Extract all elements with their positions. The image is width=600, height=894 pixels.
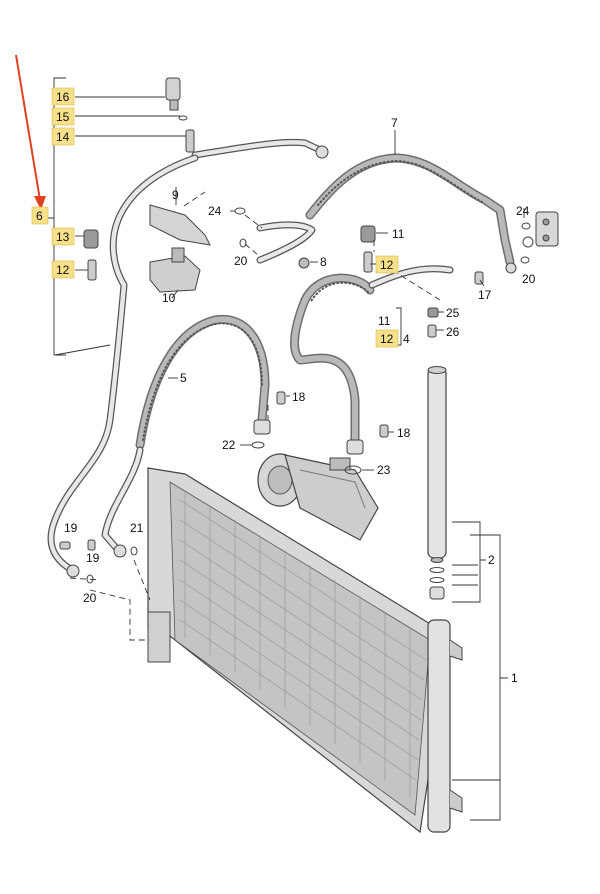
valve-12b [363,251,373,273]
o-ring-15 [178,115,188,121]
label-12b: 12 [380,258,394,272]
valve-14 [185,129,195,153]
leader-lines-left [54,96,190,356]
label-11b: 11 [378,314,391,328]
condenser [147,467,463,834]
label-4: 4 [403,332,410,346]
cap-13 [83,229,99,249]
label-8: 8 [320,255,327,269]
receiver-dryer [427,366,447,600]
label-24b: 24 [516,204,530,218]
label-10: 10 [162,291,176,305]
bolt-18a [276,391,286,405]
pressure-sensor-16 [165,77,181,111]
label-18a: 18 [292,390,306,404]
nut-8 [298,257,310,269]
label-24a: 24 [208,204,222,218]
bracket-1 [470,534,508,821]
o-ring-23 [344,465,362,475]
cap-11 [360,225,376,243]
hose-5 [135,314,271,450]
holder-9 [149,204,211,246]
bolt-19a [59,541,71,550]
label-7: 7 [391,116,398,130]
label-11a: 11 [392,227,405,241]
label-12a: 12 [56,263,70,277]
bracket-2 [452,521,486,603]
label-2: 2 [488,553,495,567]
cap-25 [427,307,439,318]
label-26: 26 [446,325,460,339]
bolt-26 [427,324,437,338]
label-19b: 19 [86,551,100,565]
label-20b: 20 [522,272,536,286]
highlight-boxes [31,87,399,348]
label-15: 15 [56,110,70,124]
label-20c: 20 [83,591,97,605]
label-25: 25 [446,306,460,320]
label-5: 5 [180,371,187,385]
label-14: 14 [56,130,70,144]
red-pointer-arrow [15,54,46,210]
o-ring-22 [251,441,265,449]
rigid-pipes [47,138,454,578]
label-16: 16 [56,90,70,104]
label-1: 1 [511,671,518,685]
leader-lines-right [168,130,525,471]
label-18b: 18 [397,426,411,440]
part-labels: 16 15 14 6 13 12 7 9 24 24 11 20 8 12 20… [36,90,536,685]
bolt-18b [379,424,389,438]
valve-12a [87,259,97,281]
bolt-19b [87,539,96,551]
o-ring-20b [520,256,530,264]
o-ring-24b [521,222,531,230]
hose-4 [290,273,375,455]
label-9: 9 [172,188,179,202]
label-12c: 12 [380,332,394,346]
o-ring-20c [86,574,94,584]
compressor [257,453,379,541]
label-22: 22 [222,438,236,452]
label-13: 13 [56,230,70,244]
reference-dashlines [69,191,441,641]
label-6: 6 [36,209,43,223]
label-23: 23 [377,463,391,477]
label-20a: 20 [234,254,248,268]
o-ring-20a [239,238,247,248]
label-21: 21 [130,521,144,535]
o-ring-24a [234,207,246,215]
bracket-4 [396,307,402,346]
holder-10 [149,247,201,293]
o-ring-21 [130,546,138,556]
label-17: 17 [478,288,492,302]
hose-7 [305,153,559,274]
label-19a: 19 [64,521,78,535]
